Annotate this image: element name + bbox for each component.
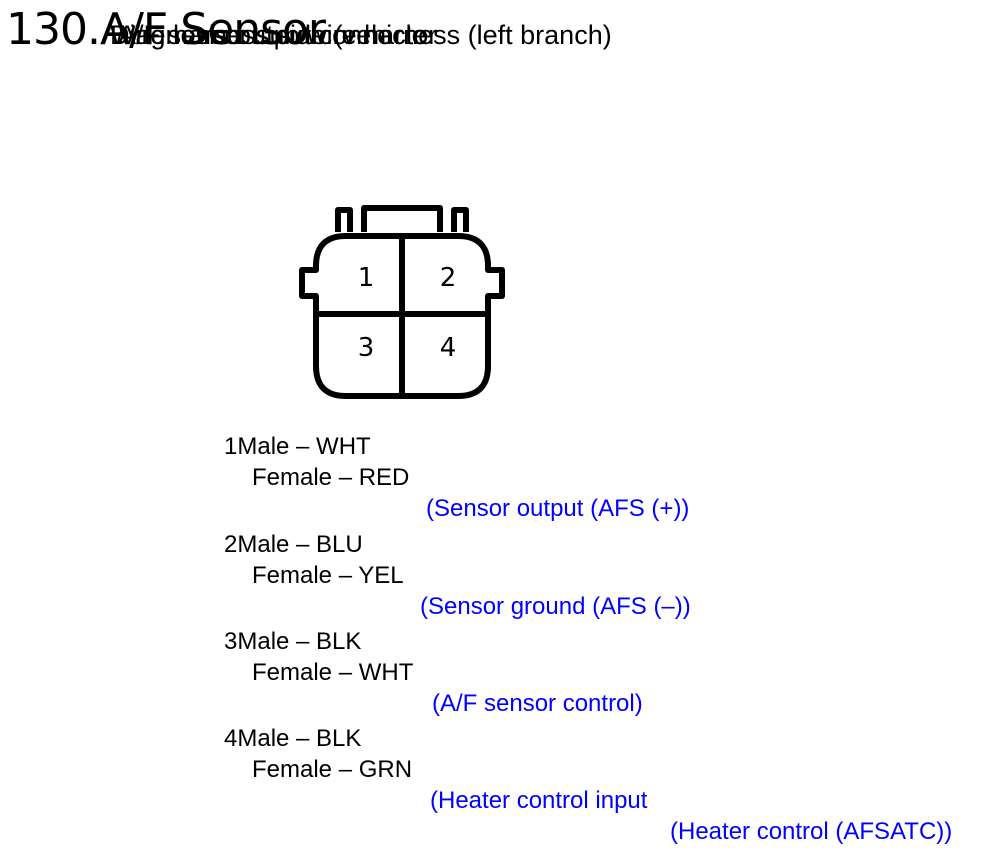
pin-3-male: 3Male – BLK bbox=[224, 628, 362, 655]
title-overlay-1: Wire harness side (vehicle bbox=[110, 20, 427, 50]
pin-2-description: (Sensor ground (AFS (–)) bbox=[420, 593, 691, 620]
pin-4-female: Female – GRN bbox=[252, 756, 413, 783]
pin-3-description: (A/F sensor control) bbox=[432, 690, 643, 717]
pin-1-female: Female – RED bbox=[252, 464, 410, 491]
pin-2-male: 2Male – BLU bbox=[224, 531, 363, 558]
title-number: 130.A/F Sensor bbox=[6, 4, 326, 55]
connector-pin-1: 1 bbox=[358, 263, 375, 293]
connector-outline bbox=[335, 205, 469, 232]
connector-body bbox=[299, 233, 505, 399]
pin-4-male: 4Male – BLK bbox=[224, 725, 362, 752]
title-overlay-3: A/F sensor sub wire harness (left branch… bbox=[118, 20, 612, 50]
connector-pin-2: 2 bbox=[440, 263, 457, 293]
pin-2-female: Female – YEL bbox=[252, 562, 404, 589]
pin-3-female: Female – WHT bbox=[252, 659, 414, 686]
connector-diagram: 1 2 3 4 bbox=[299, 205, 505, 399]
pin-4-description-1: (Heater control input bbox=[430, 787, 648, 814]
connector-pin-3: 3 bbox=[358, 333, 375, 363]
connector-pin-4: 4 bbox=[440, 333, 457, 363]
pin-4-description-2: (Heater control (AFSATC)) bbox=[670, 818, 953, 845]
title-overlay-2: Diagnosis output connector bbox=[110, 20, 438, 50]
pin-1-male: 1Male – WHT bbox=[224, 433, 371, 460]
pin-1-description: (Sensor output (AFS (+)) bbox=[426, 495, 690, 522]
